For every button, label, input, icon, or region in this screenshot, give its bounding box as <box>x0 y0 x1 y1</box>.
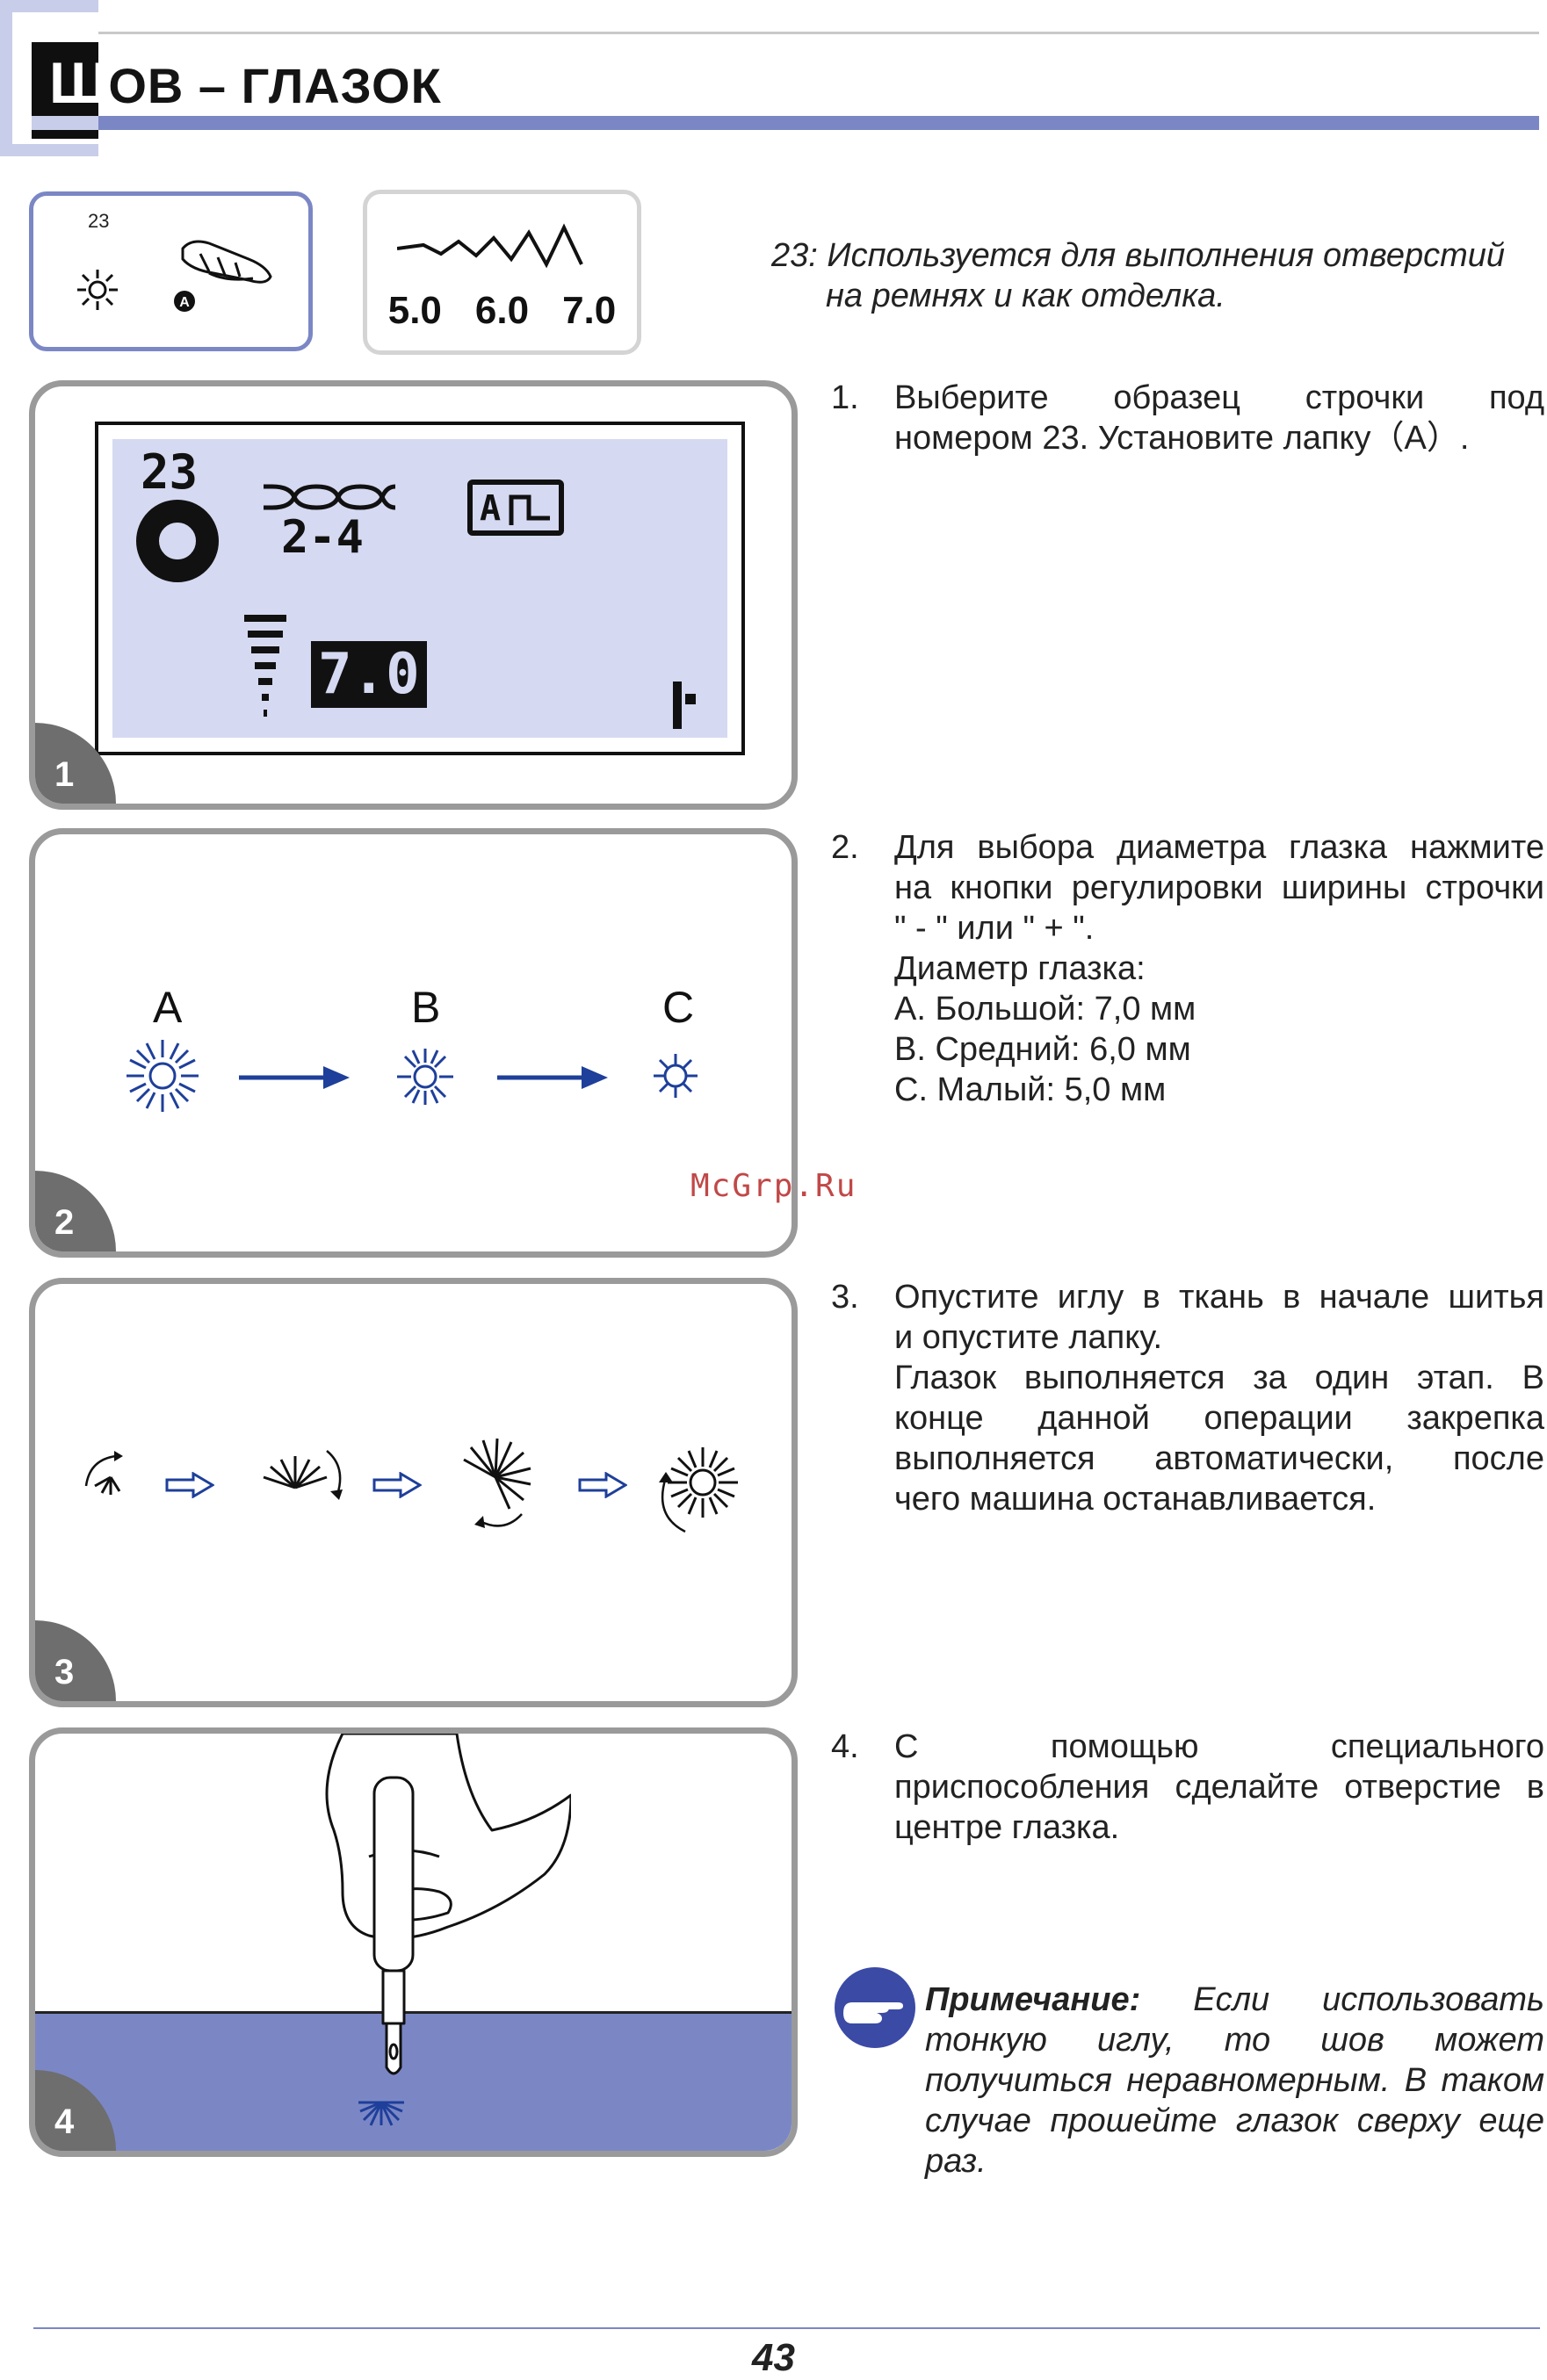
width-value-large: 7.0 <box>562 289 617 332</box>
intro-text: 23: Используется для выполнения отверсти… <box>771 235 1544 316</box>
note-body: Если использовать тонкую иглу, то шов мо… <box>925 1981 1545 2180</box>
step-number-3: 3. <box>831 1279 859 1316</box>
lcd-screen: 23 2-4 A <box>112 439 727 738</box>
page-title: ШОВ – ГЛАЗОК <box>49 49 442 116</box>
header-bar <box>98 116 1539 130</box>
step-2-line-1: Для выбора диаметра глазка нажмите <box>894 829 1544 866</box>
step-3-line-3: Глазок выполняется за один этап. В <box>894 1359 1544 1396</box>
intro-line-2: на ремнях и как отделка. <box>826 278 1225 314</box>
lcd-width-range: 2-4 <box>281 511 364 564</box>
eyelet-small-icon <box>654 1054 698 1098</box>
intro-line-1: 23: Используется для выполнения отверсти… <box>771 237 1506 274</box>
width-values: 5.0 6.0 7.0 <box>367 289 637 333</box>
eyelet-progress-3-icon <box>463 1438 531 1528</box>
hollow-arrow-icon <box>165 1472 214 1498</box>
lcd-width-bars-icon <box>244 615 286 717</box>
eyelet-large-icon <box>127 1040 199 1112</box>
step-number-4: 4. <box>831 1728 859 1765</box>
fabric <box>35 2011 792 2151</box>
stitch-width-box: 5.0 6.0 7.0 <box>363 190 641 355</box>
step-badge-2: 2 <box>35 1171 116 1251</box>
arrow-right-icon <box>239 1066 350 1089</box>
step-3-line-5: выполняется автоматически, после <box>894 1440 1544 1477</box>
step-panel-3: 3 <box>29 1278 798 1707</box>
lcd-needle-icon <box>673 682 696 729</box>
step-4-line-1: С помощью специального <box>894 1728 1544 1765</box>
step-panel-4: 4 <box>29 1727 798 2157</box>
step-1-line-1: Выберите образец строчки под <box>894 379 1544 416</box>
lcd-eyelet-icon <box>136 500 219 582</box>
lcd-foot-icon <box>509 494 550 525</box>
lcd-pattern-number: 23 <box>141 444 199 500</box>
lcd-width-value: 7.0 <box>311 641 427 708</box>
step-3-line-2: и опустите лапку. <box>894 1319 1163 1356</box>
step-number-1: 1. <box>831 379 859 416</box>
lcd-stitch-icon <box>264 484 395 510</box>
step-badge-1-number: 1 <box>54 755 75 794</box>
step-badge-3: 3 <box>35 1620 116 1701</box>
note-text: Примечание: Если использовать тонкую игл… <box>925 1980 1544 2182</box>
note-hand-icon <box>835 1967 915 2048</box>
presser-foot-icon: A <box>174 240 272 312</box>
size-label-a: A <box>153 983 183 1032</box>
step-4-line-2: приспособления сделайте отверстие в <box>894 1769 1544 1806</box>
step-3-line-6: чего машина останавливается. <box>894 1481 1377 1518</box>
step-2-line-6: В. Средний: 6,0 мм <box>894 1031 1191 1068</box>
header-bar-left <box>32 116 98 130</box>
width-zigzag-icon <box>397 223 583 269</box>
step-3-line-4: конце данной операции закрепка <box>894 1400 1544 1437</box>
page-title-first-letter: Ш <box>49 50 109 115</box>
step-4-line-3: центре глазка. <box>894 1809 1120 1846</box>
lcd-display: 23 2-4 A <box>95 422 745 755</box>
page-title-rest: ОВ – ГЛАЗОК <box>108 58 442 113</box>
header-top-rule <box>98 32 1539 34</box>
page-number: 43 <box>752 2336 795 2379</box>
note-label: Примечание: <box>925 1981 1141 2018</box>
hollow-arrow-icon <box>578 1472 627 1498</box>
step-badge-3-number: 3 <box>54 1653 75 1691</box>
pattern-box: 23 A <box>29 191 313 351</box>
width-value-small: 5.0 <box>387 289 442 332</box>
step-panel-1: 23 2-4 A <box>29 380 798 810</box>
step-2-line-3: " - " или " + ". <box>894 910 1095 947</box>
eyelet-progress-1-icon <box>84 1451 123 1495</box>
lcd-foot-indicator: A <box>467 480 564 536</box>
lcd-foot-label: A <box>480 488 502 529</box>
step-badge-2-number: 2 <box>54 1203 75 1242</box>
step-panel-2: A B C <box>29 828 798 1258</box>
hollow-arrow-icon <box>372 1472 422 1498</box>
eyelet-on-fabric-icon <box>358 2101 404 2126</box>
eyelet-complete-icon <box>659 1447 738 1533</box>
step-badge-4-number: 4 <box>54 2102 75 2141</box>
step-1-line-2: номером 23. Установите лапку（A）. <box>894 420 1470 457</box>
step-2-line-5: А. Большой: 7,0 мм <box>894 991 1196 1028</box>
eyelet-progress-2-icon <box>263 1450 343 1500</box>
eyelet-stitch-icon <box>77 270 118 310</box>
size-label-b: B <box>411 983 441 1032</box>
svg-text:A: A <box>179 295 190 310</box>
step-3-line-1: Опустите иглу в ткань в начале шитья <box>894 1279 1544 1316</box>
step-2-line-4: Диаметр глазка: <box>894 950 1146 987</box>
arrow-right-icon <box>497 1066 608 1089</box>
watermark: McGrp.Ru <box>690 1168 857 1204</box>
eyelet-medium-icon <box>397 1049 453 1105</box>
width-value-medium: 6.0 <box>474 289 530 332</box>
footer-rule <box>33 2327 1540 2329</box>
step-2-line-2: на кнопки регулировки ширины строчки <box>894 869 1544 906</box>
pattern-number: 23 <box>88 210 110 232</box>
size-label-c: C <box>662 983 695 1032</box>
step-number-2: 2. <box>831 829 859 866</box>
step-2-line-7: С. Малый: 5,0 мм <box>894 1071 1167 1108</box>
hand-with-awl-illustration <box>325 1734 571 2075</box>
